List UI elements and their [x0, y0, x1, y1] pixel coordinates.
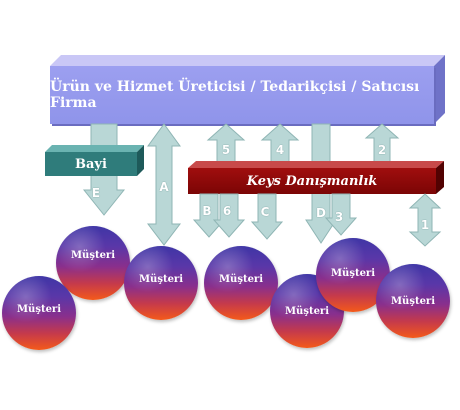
- arrow-c: [250, 193, 284, 240]
- customer-sphere: Müşteri: [376, 264, 450, 338]
- keys-top-face: [188, 161, 444, 168]
- arrow-2-label: 2: [377, 143, 387, 157]
- customer-label: Müşteri: [16, 303, 62, 315]
- arrow-b-label: B: [202, 204, 212, 218]
- keys-consulting-bar: Keys Danışmanlık: [188, 168, 436, 194]
- arrow-5-label: 5: [221, 143, 231, 157]
- customer-sphere: Müşteri: [56, 226, 130, 300]
- arrow-b: [192, 193, 226, 238]
- arrow-d-label: D: [316, 206, 326, 220]
- keys-side-face: [436, 161, 444, 194]
- customer-label: Müşteri: [138, 273, 184, 285]
- arrow-1: [408, 193, 442, 247]
- customer-sphere: Müşteri: [124, 246, 198, 320]
- banner-top-face: [50, 55, 445, 66]
- supplier-firm-label: Ürün ve Hizmet Üreticisi / Tedarikçisi /…: [50, 79, 420, 111]
- bayi-side-face: [137, 145, 144, 176]
- banner-side-face: [434, 55, 445, 124]
- arrow-e-label: E: [91, 186, 101, 200]
- dealer-box: Bayi: [45, 152, 137, 176]
- customer-sphere: Müşteri: [2, 276, 76, 350]
- bayi-top-face: [45, 145, 144, 152]
- customer-label: Müşteri: [330, 267, 376, 279]
- arrow-6-label: 6: [222, 204, 232, 218]
- keys-consulting-label: Keys Danışmanlık: [246, 173, 378, 189]
- arrow-4-label: 4: [275, 143, 285, 157]
- arrow-c-label: C: [260, 205, 270, 219]
- arrow-a-label: A: [159, 180, 169, 194]
- customer-label: Müşteri: [284, 305, 330, 317]
- customer-label: Müşteri: [390, 295, 436, 307]
- customer-label: Müşteri: [70, 249, 116, 261]
- dealer-label: Bayi: [75, 156, 107, 172]
- arrow-a: [146, 123, 182, 246]
- arrow-1-label: 1: [420, 218, 430, 232]
- arrow-3: [324, 193, 358, 236]
- customer-sphere: Müşteri: [204, 246, 278, 320]
- arrow-3-label: 3: [334, 210, 344, 224]
- arrow-6: [212, 193, 246, 238]
- supplier-firm-banner: Ürün ve Hizmet Üreticisi / Tedarikçisi /…: [50, 66, 434, 124]
- customer-label: Müşteri: [218, 273, 264, 285]
